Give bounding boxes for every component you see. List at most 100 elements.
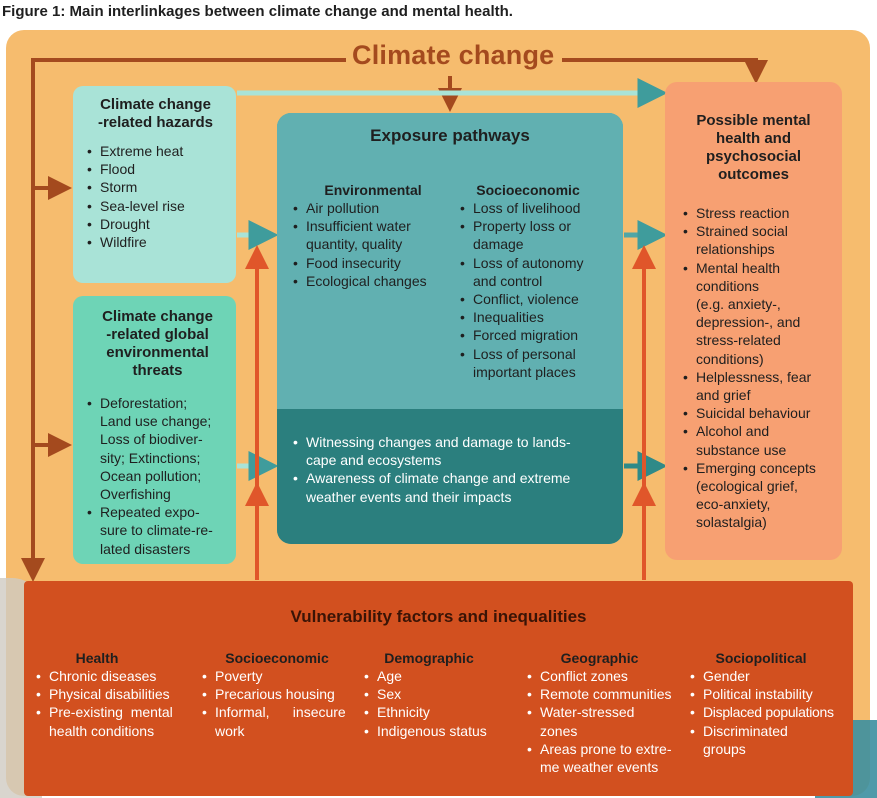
vuln-demographic-list: Age Sex Ethnicity Indigenous status — [364, 667, 514, 740]
list-item: Witnessing changes and damage to lands-c… — [293, 433, 613, 469]
list-item: Drought — [87, 215, 228, 233]
climate-change-arrows — [21, 58, 768, 582]
vuln-health-column: Health Chronic diseases Physical disabil… — [36, 649, 196, 740]
list-item: Political instability — [690, 685, 850, 703]
exposure-title: Exposure pathways — [370, 126, 530, 145]
list-item: Conflict zones — [527, 667, 682, 685]
hazards-title: Climate change-related hazards — [97, 96, 214, 131]
list-item: Gender — [690, 667, 850, 685]
list-item: Sex — [364, 685, 514, 703]
list-item: Indigenous status — [364, 722, 514, 740]
list-item: Wildfire — [87, 233, 228, 251]
threats-item-1: Repeated expo-sure to climate-re-lated d… — [100, 504, 213, 557]
list-item: Suicidal behaviour — [683, 404, 834, 422]
hazard-arrows — [237, 78, 668, 481]
threats-list: Deforestation;Land use change;Loss of bi… — [87, 394, 228, 558]
list-item: Food insecurity — [293, 254, 453, 272]
list-item: Physical disabilities — [36, 685, 196, 703]
vuln-sociopolitical-column: Sociopolitical Gender Political instabil… — [690, 649, 850, 758]
exposure-environmental-column: Environmental Air pollution Insufficient… — [293, 181, 453, 290]
exposure-pathways-box: Witnessing changes and damage to lands-c… — [277, 113, 623, 544]
list-item: Chronic diseases — [36, 667, 196, 685]
exposure-bottom-item-0: Witnessing changes and damage to lands-c… — [306, 434, 571, 469]
list-item: Conflict, violence — [460, 290, 620, 308]
arrow-cc-to-outcomes — [562, 58, 768, 84]
list-item: Stress reaction — [683, 204, 834, 222]
list-item: Ethnicity — [364, 703, 514, 721]
outcomes-list: Stress reaction Strained socialrelations… — [683, 204, 834, 532]
vuln-socioeconomic-heading: Socioeconomic — [225, 650, 329, 666]
hazards-box: Climate change-related hazards Extreme h… — [73, 86, 236, 283]
environmental-heading: Environmental — [324, 182, 422, 198]
list-item: Air pollution — [293, 199, 453, 217]
list-item: Displaced populations — [690, 703, 850, 721]
exposure-bottom-list: Witnessing changes and damage to lands-c… — [293, 433, 613, 506]
list-item: Inequalities — [460, 308, 620, 326]
list-item: Emerging concepts(ecological grief,eco-a… — [683, 459, 834, 532]
list-item: Loss of livelihood — [460, 199, 620, 217]
vuln-geographic-list: Conflict zones Remote communities Water-… — [527, 667, 682, 776]
exposure-bottom-panel: Witnessing changes and damage to lands-c… — [277, 409, 623, 544]
list-item: Repeated expo-sure to climate-re-lated d… — [87, 503, 228, 558]
vuln-geographic-item-3: Areas prone to extre-me weather events — [540, 740, 672, 776]
exposure-socioeconomic-column: Socioeconomic Loss of livelihood Propert… — [460, 181, 620, 381]
climate-change-title: Climate change — [352, 40, 555, 70]
vulnerability-arrows — [245, 245, 656, 580]
vuln-socioeconomic-column: Socioeconomic Poverty Precarious housing… — [202, 649, 352, 740]
list-item: Remote communities — [527, 685, 682, 703]
list-item: Poverty — [202, 667, 352, 685]
socioeconomic-heading: Socioeconomic — [476, 182, 580, 198]
list-item: Awareness of climate change and extremew… — [293, 469, 613, 505]
vuln-health-heading: Health — [75, 650, 119, 666]
list-item: Sea-level rise — [87, 197, 228, 215]
vulnerability-title: Vulnerability factors and inequalities — [290, 607, 587, 626]
socioeconomic-list: Loss of livelihood Property loss ordamag… — [460, 199, 620, 381]
list-item: Storm — [87, 178, 228, 196]
vuln-socioeconomic-list: Poverty Precarious housing Informal, ins… — [202, 667, 352, 740]
list-item: Areas prone to extre-me weather events — [527, 740, 682, 776]
threats-item-0: Deforestation;Land use change;Loss of bi… — [100, 395, 212, 503]
list-item: Precarious housing — [202, 685, 352, 703]
arrow-cc-to-vulnerability — [21, 58, 346, 582]
list-item: Age — [364, 667, 514, 685]
outcomes-item-6: Emerging concepts(ecological grief,eco-a… — [696, 459, 816, 531]
list-item: Deforestation;Land use change;Loss of bi… — [87, 394, 228, 503]
list-item: Ecological changes — [293, 272, 453, 290]
list-item: Extreme heat — [87, 142, 228, 160]
environmental-list: Air pollution Insufficient waterquantity… — [293, 199, 453, 290]
vuln-demographic-heading: Demographic — [384, 650, 474, 666]
vuln-geographic-column: Geographic Conflict zones Remote communi… — [527, 649, 682, 776]
vuln-demographic-column: Demographic Age Sex Ethnicity Indigenous… — [364, 649, 514, 740]
vuln-geographic-heading: Geographic — [560, 650, 639, 666]
figure-title: Figure 1: Main interlinkages between cli… — [2, 3, 513, 20]
vulnerability-box: Vulnerability factors and inequalities H… — [24, 581, 853, 796]
list-item: Flood — [87, 160, 228, 178]
vuln-sociopolitical-heading: Sociopolitical — [715, 650, 807, 666]
